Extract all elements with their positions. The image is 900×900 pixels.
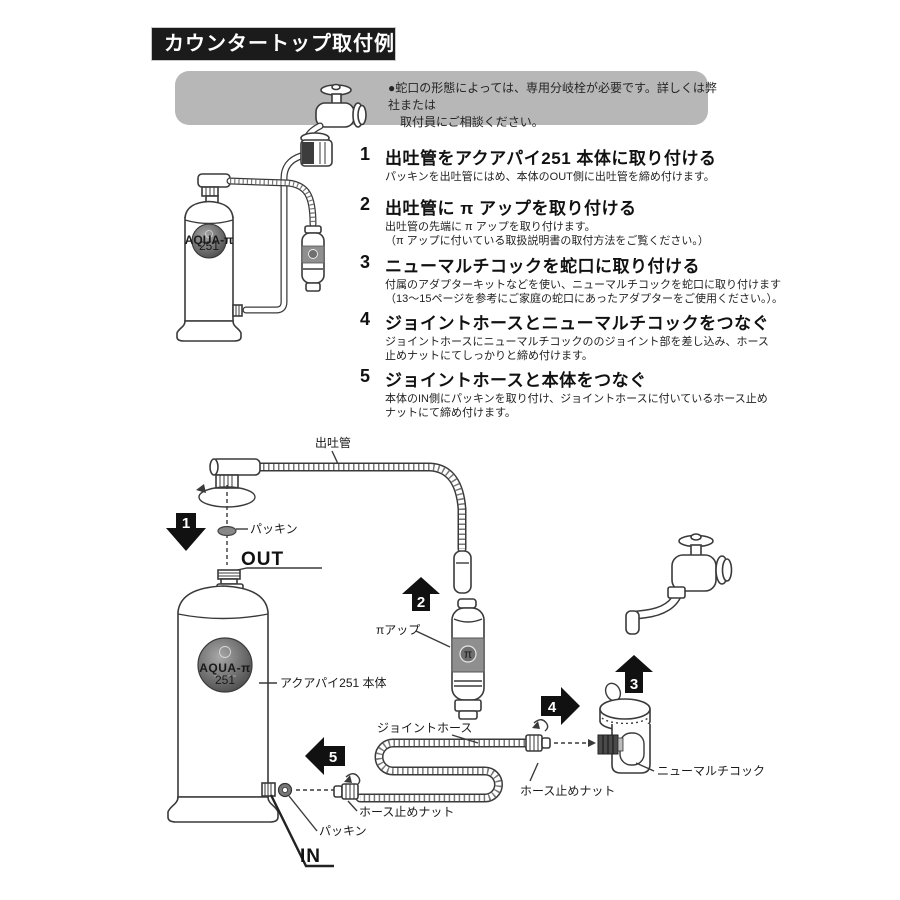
arrow-3-icon: 3	[615, 655, 653, 693]
pi-up-label: πアップ	[376, 623, 420, 637]
arrow-1-icon: 1	[166, 513, 206, 551]
body-logo-model: 251	[215, 673, 235, 687]
spout-assembly: 出吐管	[196, 435, 472, 594]
overview-faucet-icon	[300, 83, 367, 167]
step-5-text: ナットにて締め付けます。	[385, 406, 516, 419]
step-2-text: 出吐管の先端に π アップを取り付けます。	[385, 221, 596, 233]
page-title: カウンタートップ取付例	[152, 28, 395, 60]
multi-cock: ニューマルチコック	[597, 682, 765, 778]
faucet-icon	[625, 533, 733, 635]
step-1-heading: 出吐管をアクアパイ251 本体に取り付ける	[385, 149, 717, 168]
step-3-text: 付属のアダプターキットなどを使い、ニューマルチコックを蛇口に取り付けます	[385, 279, 781, 291]
body-label: アクアパイ251 本体	[280, 676, 387, 690]
note-line-2: 取付員にご相談ください。	[400, 115, 544, 129]
arrow-2-number: 2	[417, 594, 425, 611]
overview-inlet-hose-icon	[242, 152, 305, 314]
step-1: 1 出吐管をアクアパイ251 本体に取り付ける パッキンを出吐管にはめ、本体のO…	[360, 144, 790, 184]
step-2-text: （π アップに付いている取扱説明書の取付方法をご覧ください。）	[385, 234, 709, 247]
step-3-text: （13～15ページを参考にご家庭の蛇口にあったアダプターをご使用ください。）。	[385, 292, 784, 305]
overview-logo-model: 251	[199, 239, 219, 253]
pi-mark: π	[464, 647, 472, 661]
overview-illustration: AQUA-π 251	[176, 83, 367, 342]
note-text: ●蛇口の形態によっては、専用分岐栓が必要です。詳しくは弊社または 取付員にご相談…	[388, 80, 718, 131]
hose-nut-right-label: ホース止めナット	[520, 784, 615, 798]
pi-up: π πアップ	[376, 598, 485, 720]
multi-cock-label: ニューマルチコック	[657, 764, 765, 778]
overview-outlet-hose-icon	[226, 177, 317, 228]
step-4-number: 4	[360, 309, 371, 329]
note-box	[175, 71, 708, 125]
arrow-4-icon: 4	[541, 687, 580, 725]
step-4: 4 ジョイントホースとニューマルチコックをつなぐ ジョイントホースにニューマルチ…	[360, 309, 790, 362]
overview-pi-up-icon	[301, 225, 325, 292]
arrow-5-icon: 5	[305, 737, 345, 775]
step-1-number: 1	[360, 144, 371, 164]
step-3: 3 ニューマルチコックを蛇口に取り付ける 付属のアダプターキットなどを使い、ニュ…	[360, 252, 790, 305]
arrow-4-number: 4	[548, 699, 557, 716]
arrow-3-number: 3	[630, 676, 638, 693]
arrow-2-icon: 2	[402, 577, 440, 611]
step-2-heading: 出吐管に π アップを取り付ける	[385, 199, 637, 218]
step-4-text: 止めナットにてしっかりと締め付けます。	[385, 349, 593, 362]
joint-hose-label: ジョイントホース	[377, 721, 472, 735]
out-label: OUT	[241, 549, 284, 570]
hose-nut-left-label: ホース止めナット	[359, 805, 454, 819]
step-5-number: 5	[360, 366, 371, 386]
joint-hose: ジョイントホース ホース止めナット ホース止めナット	[333, 719, 615, 819]
step-2-number: 2	[360, 194, 371, 214]
overview-purifier-icon: AQUA-π 251	[176, 173, 243, 342]
step-2: 2 出吐管に π アップを取り付ける 出吐管の先端に π アップを取り付けます。…	[360, 194, 790, 247]
packing-top-label: パッキン	[250, 522, 298, 536]
spout-label: 出吐管	[315, 435, 351, 450]
overview-logo-text: AQUA-π	[185, 233, 234, 247]
purifier-body: AQUA-π 251 アクアパイ251 本体	[167, 585, 387, 823]
assembly-diagram: 出吐管 パッキン OUT	[166, 435, 765, 868]
packing-top: パッキン	[217, 522, 298, 537]
body-logo-text: AQUA-π	[199, 661, 251, 675]
note-line-1: ●蛇口の形態によっては、専用分岐栓が必要です。詳しくは弊社または	[388, 81, 717, 112]
step-4-text: ジョイントホースにニューマルチコックののジョイント部を差し込み、ホース	[385, 336, 769, 348]
in-port: IN パッキン	[261, 782, 367, 868]
step-5: 5 ジョイントホースと本体をつなぐ 本体のIN側にパッキンを取り付け、ジョイント…	[360, 366, 790, 419]
step-3-heading: ニューマルチコックを蛇口に取り付ける	[385, 257, 700, 276]
in-label: IN	[300, 846, 321, 867]
step-5-text: 本体のIN側にパッキンを取り付け、ジョイントホースに付いているホース止め	[385, 393, 768, 405]
step-3-number: 3	[360, 252, 371, 272]
overview-logo	[191, 223, 227, 259]
arrow-1-number: 1	[182, 515, 190, 532]
step-1-text: パッキンを出吐管にはめ、本体のOUT側に出吐管を締め付けます。	[385, 171, 715, 183]
step-5-heading: ジョイントホースと本体をつなぐ	[385, 371, 647, 390]
packing-bottom-label: パッキン	[319, 824, 367, 838]
body-logo	[197, 637, 253, 693]
arrow-5-number: 5	[329, 749, 337, 766]
step-4-heading: ジョイントホースとニューマルチコックをつなぐ	[385, 314, 770, 333]
